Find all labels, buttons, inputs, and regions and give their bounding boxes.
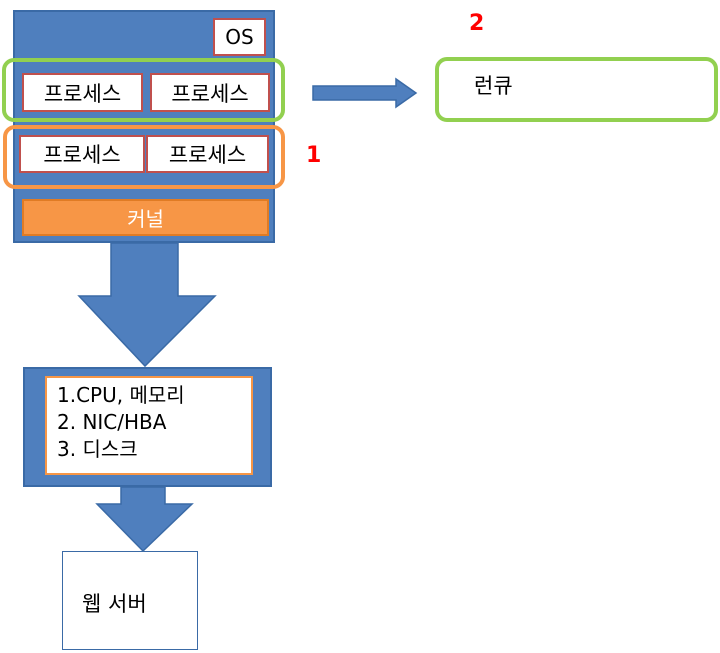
runqueue-label: 런큐 (474, 74, 513, 98)
arrow-right-icon (312, 77, 418, 109)
process-box-1: 프로세스 (22, 73, 143, 112)
runqueue-box (435, 57, 718, 122)
web-server-box (62, 551, 198, 650)
running-highlight (3, 125, 285, 189)
runqueue-highlight (2, 58, 285, 122)
marker-1: 1 (306, 143, 322, 168)
resource-item-cpu-memory: 1.CPU, 메모리 (57, 383, 185, 407)
resource-item-nic-hba: 2. NIC/HBA (57, 410, 167, 434)
arrow-down-icon (77, 242, 217, 368)
os-label: OS (213, 18, 266, 56)
resource-list: 1.CPU, 메모리 2. NIC/HBA 3. 디스크 (45, 376, 253, 475)
resource-item-disk: 3. 디스크 (57, 437, 138, 461)
process-box-4: 프로세스 (146, 135, 269, 173)
kernel-bar: 커널 (22, 199, 269, 236)
web-server-label: 웹 서버 (82, 592, 147, 616)
process-box-2: 프로세스 (150, 73, 270, 112)
arrow-down-small-icon (95, 486, 194, 553)
marker-2: 2 (469, 11, 485, 36)
process-box-3: 프로세스 (19, 135, 145, 173)
